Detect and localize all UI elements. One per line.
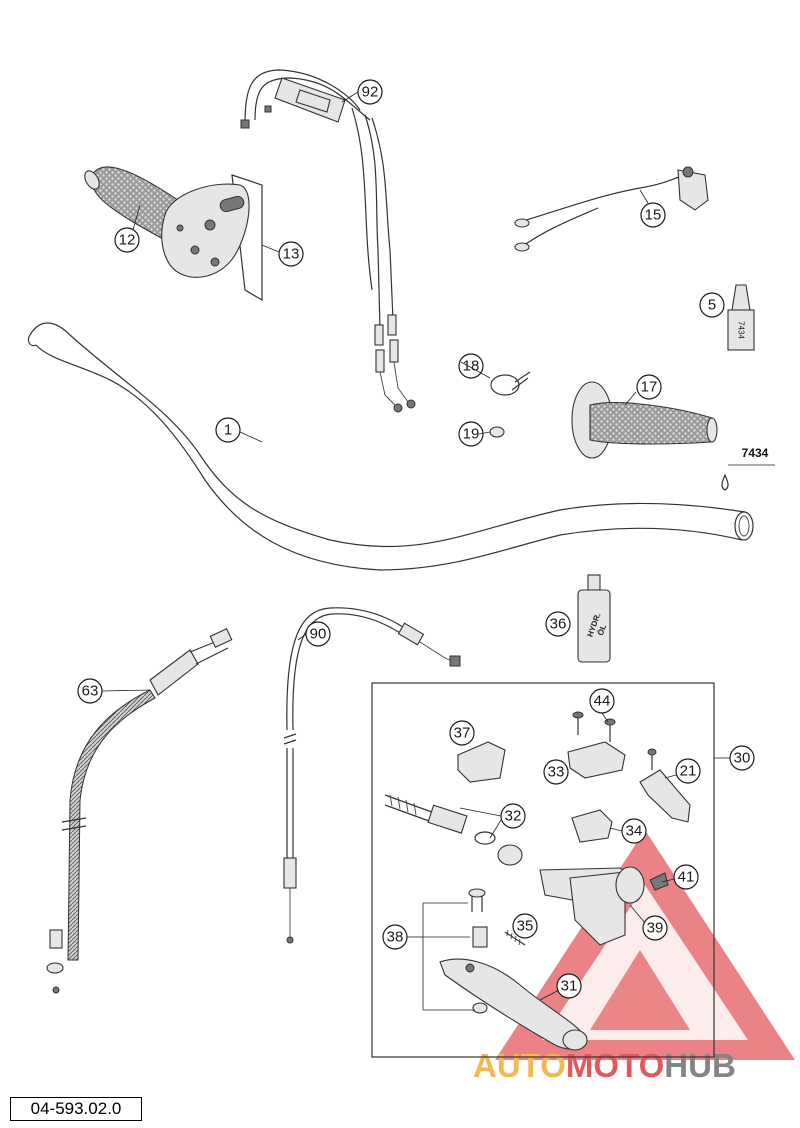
svg-text:18: 18 <box>463 358 480 375</box>
master-cylinder-body-part <box>539 866 669 946</box>
hydraulic-oil-bottle-part: HYDR. ÖL <box>577 574 611 663</box>
oil-bottle-label-line2: ÖL <box>596 623 608 637</box>
callout-15: 15 <box>640 202 666 228</box>
watermark-text-hub: HUB <box>664 1047 736 1084</box>
callout-35: 35 <box>512 913 538 939</box>
watermark-triangle-core <box>590 950 690 1030</box>
svg-text:13: 13 <box>283 246 300 263</box>
svg-text:12: 12 <box>119 232 136 249</box>
svg-text:37: 37 <box>454 725 471 742</box>
svg-text:31: 31 <box>561 978 578 995</box>
left-grip-part <box>571 381 718 459</box>
callout-18: 18 <box>458 353 484 379</box>
adjuster-lever-part <box>639 748 691 823</box>
piston-spring-part <box>384 794 523 866</box>
cable-part <box>283 607 461 944</box>
document-id-label: 04-593.02.0 <box>10 1097 142 1121</box>
svg-text:92: 92 <box>362 84 379 101</box>
svg-text:44: 44 <box>594 693 611 710</box>
loctite-reference-label: 7434 <box>742 446 769 460</box>
svg-text:15: 15 <box>645 207 662 224</box>
callout-34: 34 <box>621 818 647 844</box>
callout-37: 37 <box>449 720 475 746</box>
leader-lines <box>101 91 677 1001</box>
svg-text:38: 38 <box>387 929 404 946</box>
callout-31: 31 <box>556 973 582 999</box>
svg-text:90: 90 <box>310 626 327 643</box>
svg-text:35: 35 <box>517 918 534 935</box>
nut-part <box>489 426 505 438</box>
callout-92: 92 <box>357 79 383 105</box>
reservoir-lid-part <box>567 741 626 779</box>
svg-text:63: 63 <box>82 683 99 700</box>
callout-44: 44 <box>589 688 615 714</box>
callout-63: 63 <box>77 678 103 704</box>
callout-12: 12 <box>114 227 140 253</box>
throttle-cables-part <box>240 69 416 413</box>
svg-text:AUTOMOTOHUB: AUTOMOTOHUB <box>473 1047 736 1084</box>
callout-30: 30 <box>729 745 755 771</box>
callout-32: 32 <box>500 803 526 829</box>
loctite-tube-part: 7434 <box>727 284 755 351</box>
svg-text:21: 21 <box>680 763 697 780</box>
handlebar-part <box>27 322 754 571</box>
throttle-housing-part <box>161 174 263 302</box>
watermark-logo: AUTOMOTOHUB <box>473 830 795 1084</box>
reservoir-screws-part <box>572 711 616 742</box>
svg-text:34: 34 <box>626 823 643 840</box>
svg-text:32: 32 <box>505 808 522 825</box>
loctite-drop: 7434 <box>721 446 775 491</box>
callout-5: 5 <box>699 292 725 318</box>
svg-text:1: 1 <box>224 422 232 439</box>
brake-lever-part <box>439 958 588 1051</box>
svg-text:17: 17 <box>641 379 658 396</box>
watermark-text-auto: AUTO <box>473 1047 566 1084</box>
loctite-tube-label: 7434 <box>737 321 746 339</box>
svg-text:33: 33 <box>548 764 565 781</box>
watermark-text-moto: MOTO <box>566 1047 664 1084</box>
lever-pin-part <box>422 888 488 1014</box>
diaphragm-part <box>571 809 613 843</box>
svg-text:5: 5 <box>708 297 716 314</box>
reservoir-cover-part <box>457 741 506 783</box>
callout-1: 1 <box>215 417 241 443</box>
svg-text:19: 19 <box>463 426 480 443</box>
callout-36: 36 <box>545 611 571 637</box>
callout-90: 90 <box>305 621 331 647</box>
callout-33: 33 <box>543 759 569 785</box>
callout-39: 39 <box>642 915 668 941</box>
svg-text:30: 30 <box>734 750 751 767</box>
callout-38: 38 <box>382 924 408 950</box>
svg-text:41: 41 <box>678 869 695 886</box>
svg-text:39: 39 <box>647 920 664 937</box>
throttle-grip-part <box>84 166 186 241</box>
callout-21: 21 <box>675 758 701 784</box>
callout-17: 17 <box>636 374 662 400</box>
adjuster-screw-part <box>504 929 526 946</box>
callout-41: 41 <box>673 864 699 890</box>
brake-master-cylinder-group <box>371 682 730 1058</box>
callout-19: 19 <box>458 421 484 447</box>
svg-text:36: 36 <box>550 616 567 633</box>
kill-switch-part <box>514 166 709 252</box>
brake-line-part <box>46 628 233 994</box>
cable-clamp-part <box>490 371 531 396</box>
callout-13: 13 <box>278 241 304 267</box>
